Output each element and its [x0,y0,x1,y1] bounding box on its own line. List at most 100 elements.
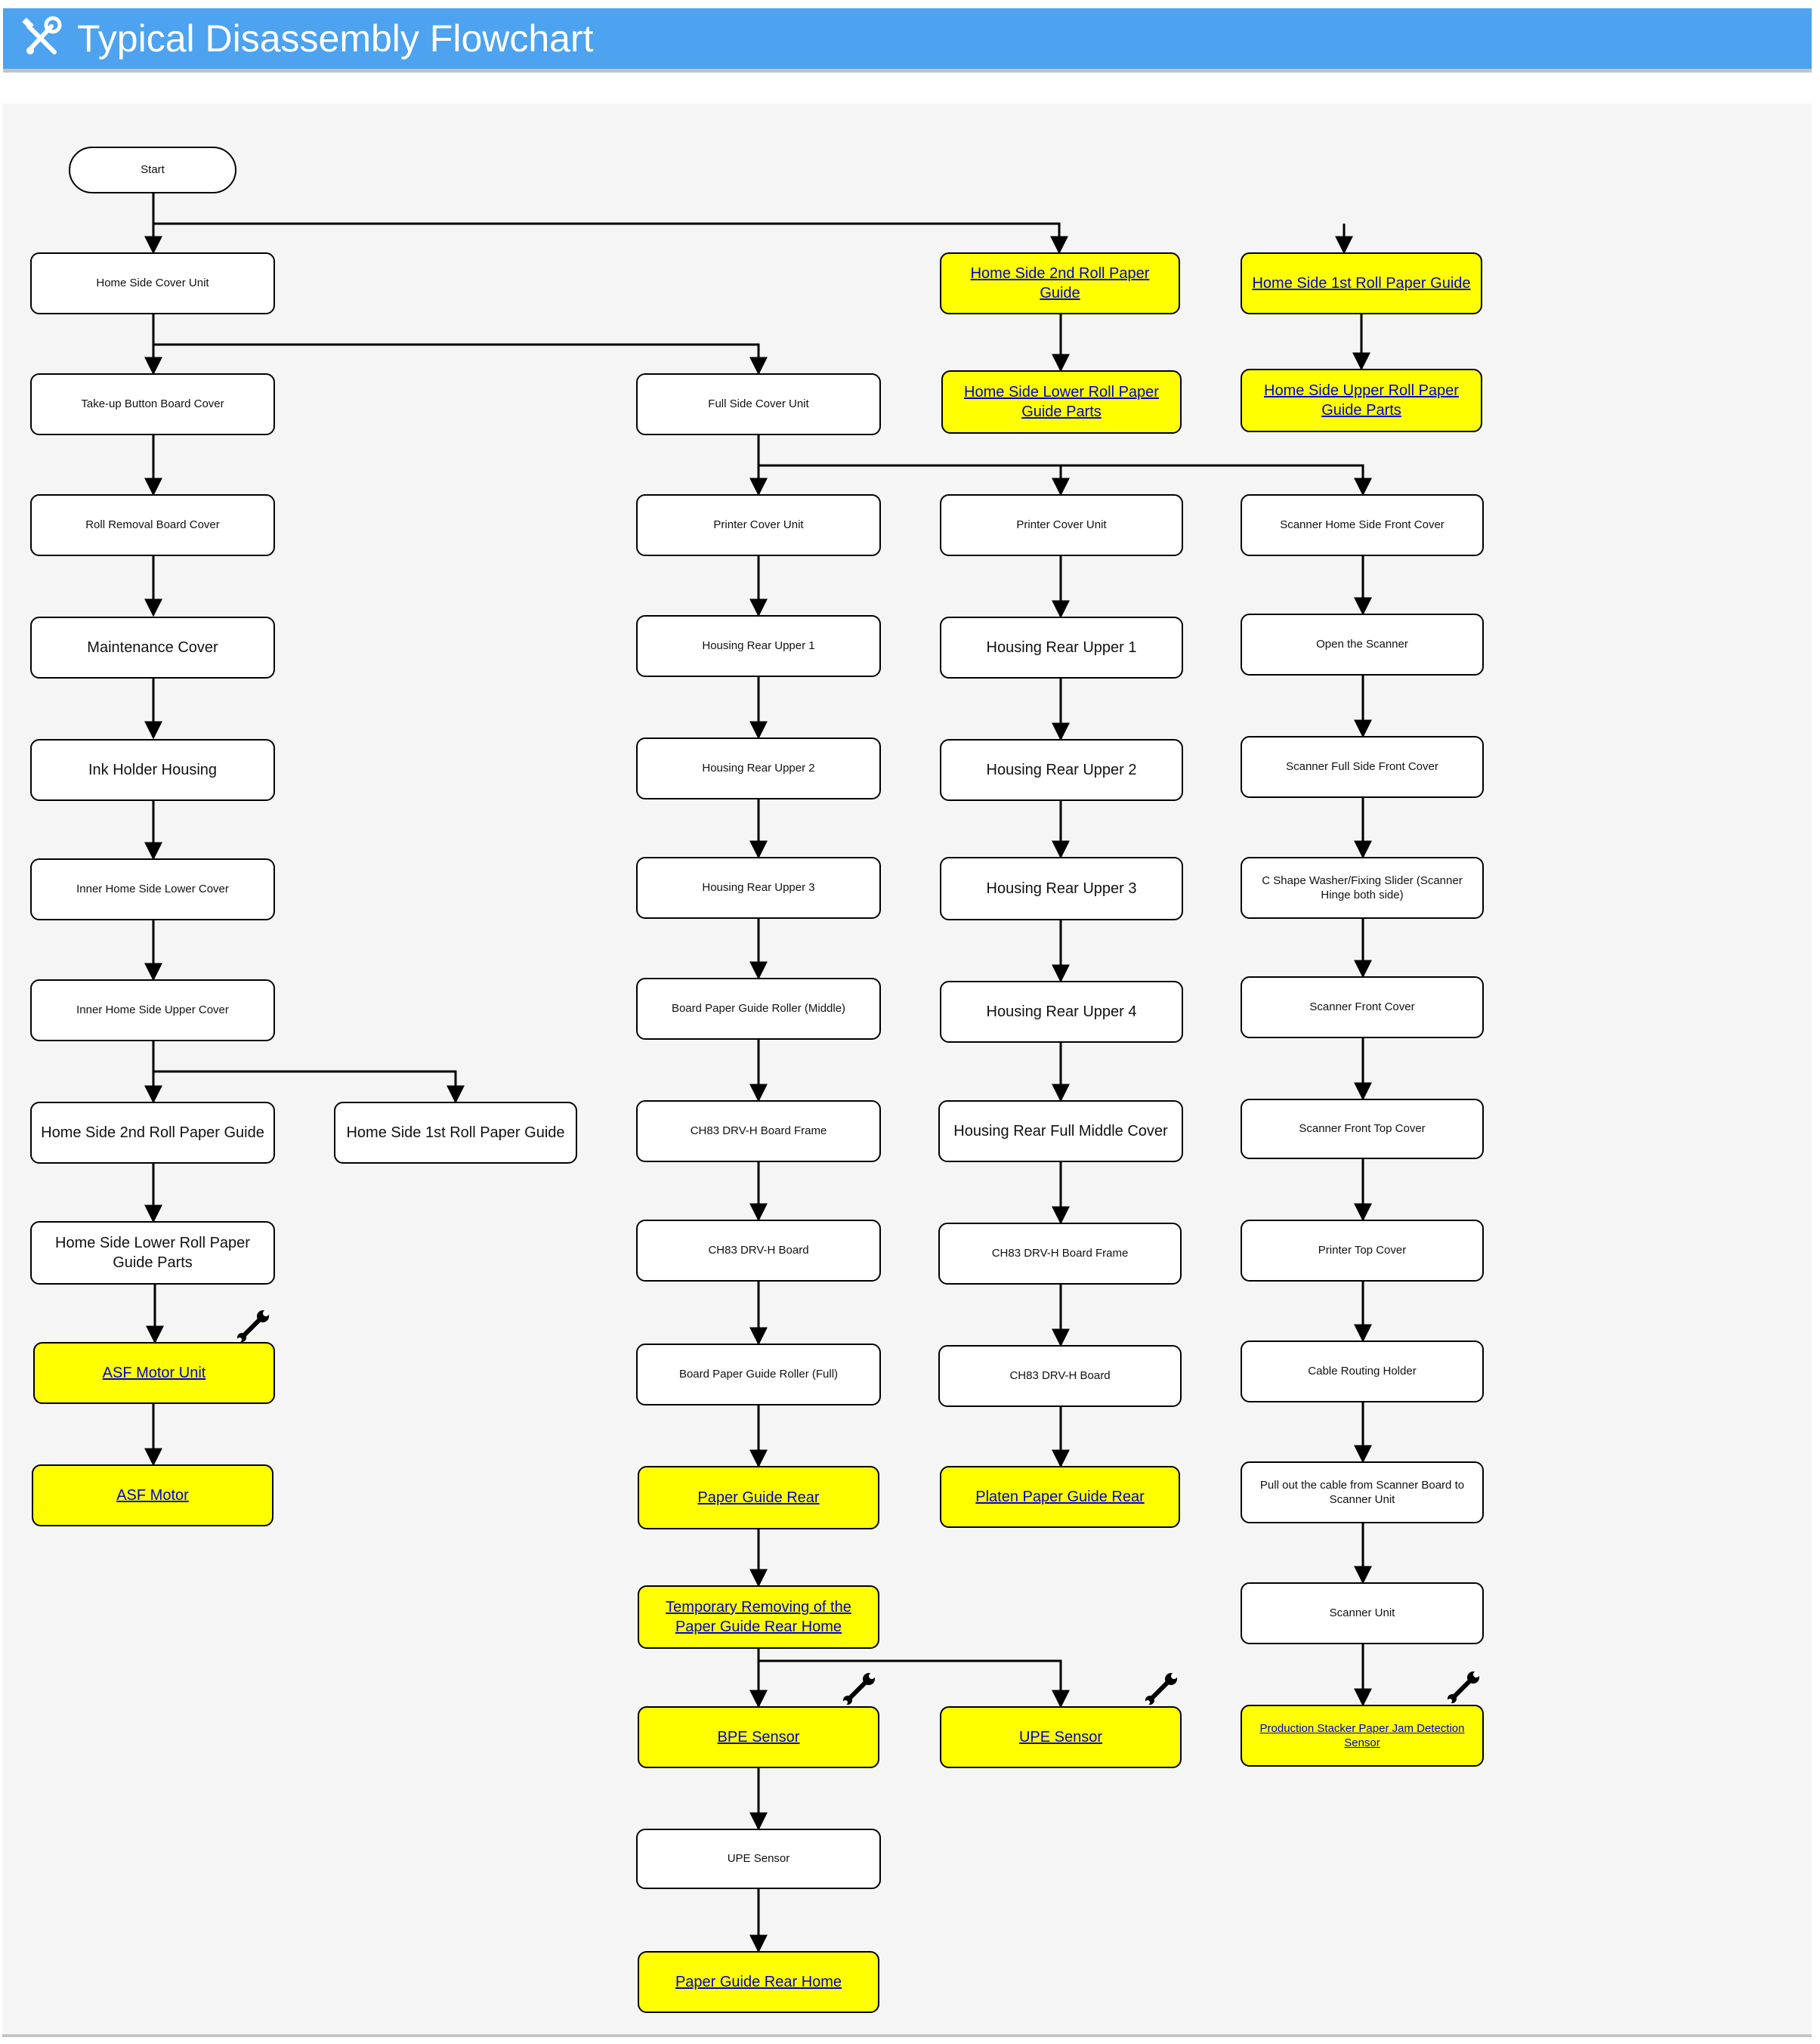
node-label[interactable]: Home Side Lower Roll Paper Guide Parts [964,384,1159,420]
node-printer-top-cover: Printer Top Cover [1241,1220,1484,1282]
node-scanner-unit: Scanner Unit [1241,1582,1484,1644]
node-housing-rear-upper-1-b: Housing Rear Upper 1 [940,617,1183,679]
node-housing-rear-upper-1: Housing Rear Upper 1 [636,615,881,677]
node-inner-home-side-upper-cover: Inner Home Side Upper Cover [30,979,275,1041]
node-label[interactable]: UPE Sensor [1018,1729,1103,1746]
node-label: Pull out the cable from Scanner Board to… [1259,1478,1465,1507]
node-label: Scanner Home Side Front Cover [1280,518,1445,532]
node-label[interactable]: Temporary Removing of the Paper Guide Re… [666,1599,851,1635]
wrench-icon [237,1310,269,1342]
page-title: Typical Disassembly Flowchart [77,17,594,60]
node-label: Board Paper Guide Roller (Full) [678,1368,839,1381]
node-label: Scanner Front Top Cover [1299,1122,1426,1136]
node-ink-holder-housing: Ink Holder Housing [30,739,275,801]
node-ch83-drv-h-board-frame: CH83 DRV-H Board Frame [636,1100,881,1162]
node-scanner-front-top-cover: Scanner Front Top Cover [1241,1099,1484,1159]
node-label: CH83 DRV-H Board Frame [991,1247,1129,1260]
node-home-side-cover-unit: Home Side Cover Unit [30,252,275,314]
node-scanner-front-cover: Scanner Front Cover [1241,976,1484,1038]
node-label[interactable]: Platen Paper Guide Rear [975,1489,1145,1505]
node-label: Printer Cover Unit [1016,518,1107,532]
link-platen-paper-guide-rear[interactable]: Platen Paper Guide Rear [940,1466,1180,1528]
node-board-paper-guide-roller-middle: Board Paper Guide Roller (Middle) [636,978,881,1040]
node-inner-home-side-lower-cover: Inner Home Side Lower Cover [30,858,275,920]
node-ch83-drv-h-board: CH83 DRV-H Board [636,1220,881,1282]
node-ch83-drv-h-board-b: CH83 DRV-H Board [938,1345,1182,1407]
node-label[interactable]: Paper Guide Rear Home [675,1974,842,1990]
node-label[interactable]: ASF Motor Unit [102,1365,206,1381]
node-housing-rear-upper-2: Housing Rear Upper 2 [636,738,881,799]
node-label: Ink Holder Housing [88,762,218,778]
link-paper-guide-rear-home[interactable]: Paper Guide Rear Home [638,1951,879,2013]
node-maintenance-cover: Maintenance Cover [30,617,275,679]
node-label[interactable]: Paper Guide Rear [697,1489,820,1506]
link-asf-motor[interactable]: ASF Motor [32,1464,273,1526]
node-home-side-lower-roll-paper-guide-parts: Home Side Lower Roll Paper Guide Parts [30,1221,275,1285]
link-paper-guide-rear[interactable]: Paper Guide Rear [638,1466,879,1529]
node-label: Start [141,163,165,177]
wrench-icon [843,1673,875,1705]
node-ch83-drv-h-board-frame-b: CH83 DRV-H Board Frame [938,1223,1182,1285]
node-label: Housing Rear Upper 3 [986,880,1137,897]
node-label: Housing Rear Upper 1 [986,639,1137,656]
node-label[interactable]: Production Stacker Paper Jam Detection S… [1259,1721,1465,1750]
node-label: Scanner Unit [1329,1606,1395,1620]
node-home-side-1st-roll-paper-guide: Home Side 1st Roll Paper Guide [334,1102,577,1164]
node-label: Inner Home Side Upper Cover [76,1003,229,1017]
node-label[interactable]: ASF Motor [116,1487,189,1504]
node-scanner-home-side-front-cover: Scanner Home Side Front Cover [1241,494,1484,556]
link-bpe-sensor[interactable]: BPE Sensor [638,1706,879,1768]
node-label[interactable]: Home Side 1st Roll Paper Guide [1252,275,1471,292]
link-home-side-upper-roll-paper-guide-parts[interactable]: Home Side Upper Roll Paper Guide Parts [1241,369,1482,432]
node-label: Full Side Cover Unit [708,397,809,411]
node-full-side-cover-unit: Full Side Cover Unit [636,373,881,435]
link-home-side-lower-roll-paper-guide-parts[interactable]: Home Side Lower Roll Paper Guide Parts [941,370,1182,434]
node-label: Housing Rear Full Middle Cover [953,1123,1168,1140]
node-label[interactable]: Home Side 2nd Roll Paper Guide [970,265,1150,301]
node-housing-rear-upper-4: Housing Rear Upper 4 [940,981,1183,1043]
node-label: Roll Removal Board Cover [85,518,220,532]
wrench-icon [1448,1671,1479,1703]
wrench-icon [1145,1673,1177,1705]
link-temporary-removing-paper-guide-rear-home[interactable]: Temporary Removing of the Paper Guide Re… [638,1585,879,1649]
node-label: Scanner Front Cover [1309,1000,1415,1014]
node-board-paper-guide-roller-full: Board Paper Guide Roller (Full) [636,1344,881,1405]
link-production-stacker-paper-jam-detection-sensor[interactable]: Production Stacker Paper Jam Detection S… [1241,1705,1484,1767]
node-label: Housing Rear Upper 2 [986,762,1137,778]
link-home-side-2nd-roll-paper-guide[interactable]: Home Side 2nd Roll Paper Guide [940,252,1180,314]
node-housing-rear-full-middle-cover: Housing Rear Full Middle Cover [938,1100,1183,1162]
node-label: Inner Home Side Lower Cover [76,883,229,896]
node-label: CH83 DRV-H Board [708,1244,809,1257]
node-label[interactable]: Home Side Upper Roll Paper Guide Parts [1264,382,1459,419]
node-housing-rear-upper-2-b: Housing Rear Upper 2 [940,739,1183,801]
page-header: Typical Disassembly Flowchart [3,8,1812,69]
link-upe-sensor[interactable]: UPE Sensor [940,1706,1182,1768]
node-label: Take-up Button Board Cover [81,397,224,411]
node-label: UPE Sensor [727,1852,790,1866]
node-scanner-full-side-front-cover: Scanner Full Side Front Cover [1241,736,1484,798]
node-housing-rear-upper-3-b: Housing Rear Upper 3 [940,857,1183,920]
node-label: Printer Top Cover [1318,1244,1407,1257]
node-label: Home Side 2nd Roll Paper Guide [41,1124,264,1141]
node-label: Housing Rear Upper 4 [986,1003,1137,1020]
node-label: CH83 DRV-H Board Frame [690,1124,827,1138]
node-label: CH83 DRV-H Board [1009,1369,1111,1383]
node-label: Printer Cover Unit [713,518,804,532]
node-label: Housing Rear Upper 1 [702,639,815,653]
start-node: Start [69,147,236,193]
node-printer-cover-unit-2: Printer Cover Unit [940,494,1183,556]
link-asf-motor-unit[interactable]: ASF Motor Unit [33,1342,275,1404]
node-open-the-scanner: Open the Scanner [1241,614,1484,676]
node-label: Maintenance Cover [87,639,218,656]
node-label: Home Side Lower Roll Paper Guide Parts [55,1235,250,1271]
node-label: Open the Scanner [1316,638,1408,651]
node-cable-routing-holder: Cable Routing Holder [1241,1341,1484,1402]
node-pull-out-cable-scanner-board: Pull out the cable from Scanner Board to… [1241,1461,1484,1523]
node-label[interactable]: BPE Sensor [717,1729,800,1746]
link-home-side-1st-roll-paper-guide[interactable]: Home Side 1st Roll Paper Guide [1241,252,1482,314]
node-label: Housing Rear Upper 2 [702,762,815,775]
node-roll-removal-board-cover: Roll Removal Board Cover [30,494,275,556]
node-housing-rear-upper-3: Housing Rear Upper 3 [636,857,881,919]
node-label: Home Side Cover Unit [96,277,209,290]
node-label: Home Side 1st Roll Paper Guide [346,1124,565,1141]
